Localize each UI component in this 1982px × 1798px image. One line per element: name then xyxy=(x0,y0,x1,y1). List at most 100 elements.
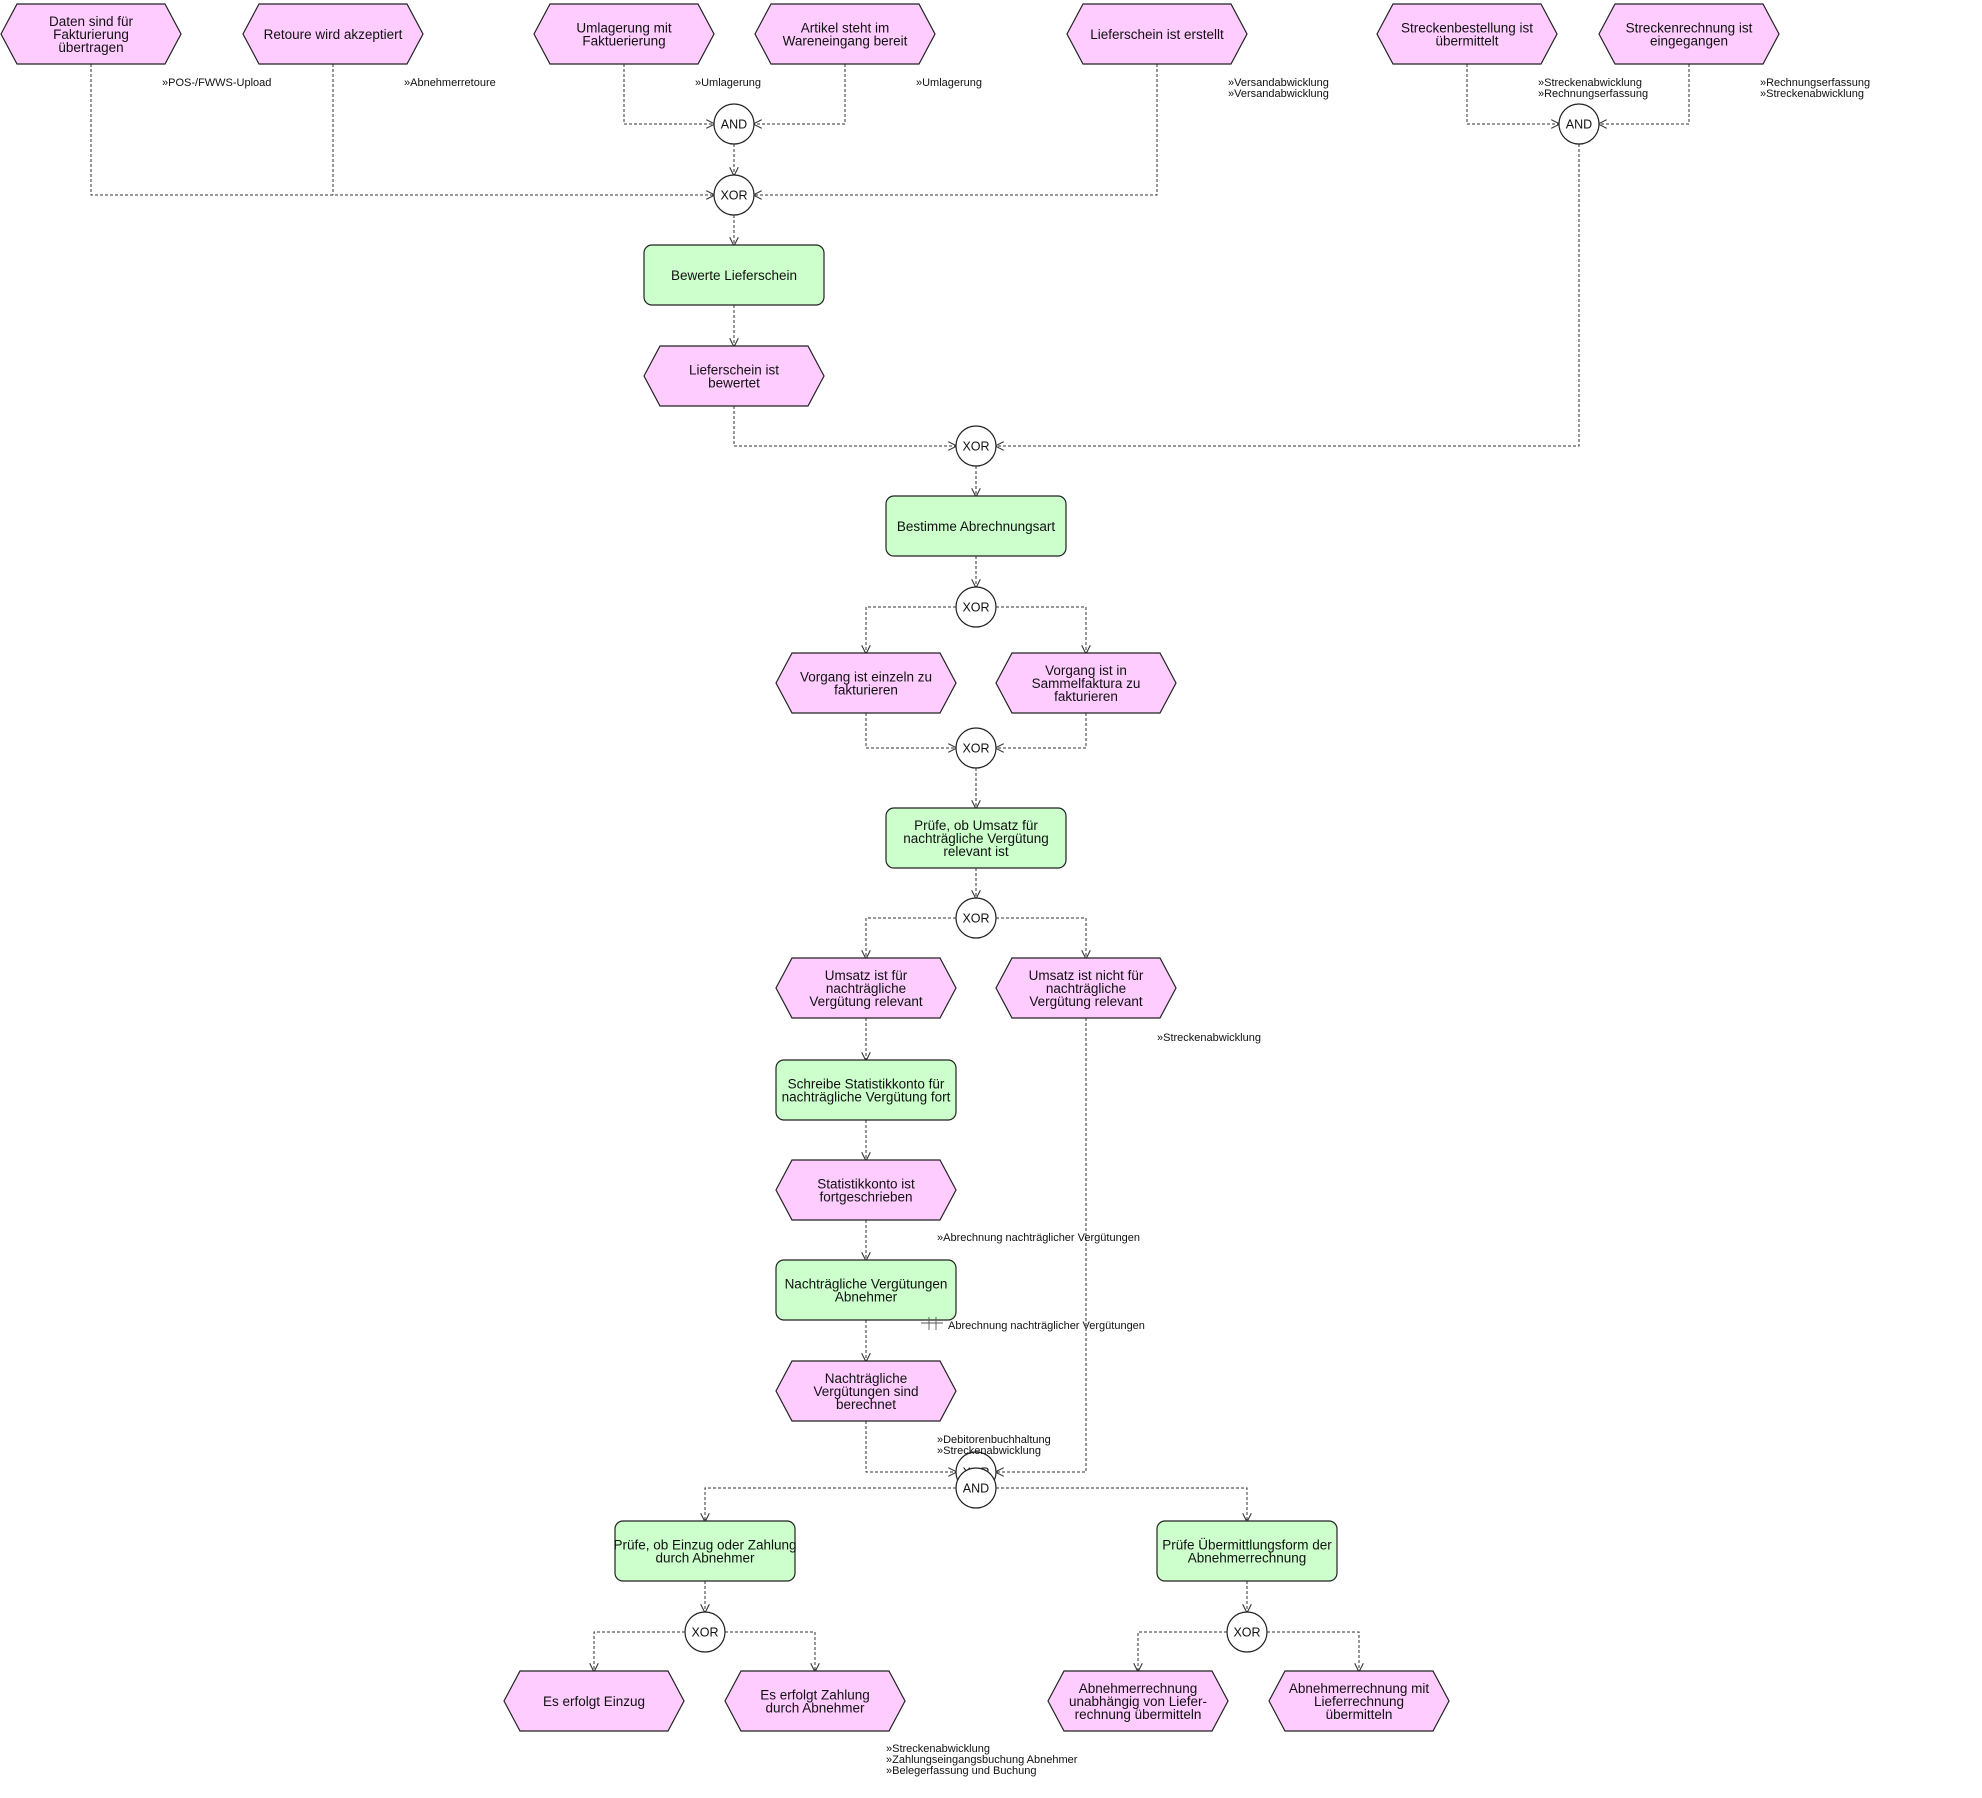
node-label: Abnehmer xyxy=(835,1290,898,1305)
node-label: Faktuerierung xyxy=(582,34,665,49)
control-flow-edge xyxy=(996,917,1086,958)
process-ref-label[interactable]: »Debitorenbuchhaltung xyxy=(937,1434,1051,1446)
process-ref-label[interactable]: »Streckenabwicklung xyxy=(886,1743,990,1755)
process-ref-label[interactable]: »Versandabwicklung xyxy=(1228,88,1329,100)
process-ref-label[interactable]: »Streckenabwicklung xyxy=(1157,1032,1261,1044)
edges-layer xyxy=(90,64,1690,1671)
node-label: Bewerte Lieferschein xyxy=(671,268,797,283)
event-e-lieferschein-erstellt: Lieferschein ist erstellt xyxy=(1066,3,1248,65)
control-flow-edge xyxy=(1599,64,1690,124)
node-label: Nachträgliche Vergütungen xyxy=(785,1277,948,1292)
node-label: Vorgang ist in xyxy=(1045,663,1127,678)
connector-operator: XOR xyxy=(1233,1626,1260,1640)
application-system-ref: Abrechnung nachträglicher Vergütungen xyxy=(921,1317,1145,1332)
event-shape xyxy=(503,1670,685,1732)
process-ref-r-versand[interactable]: »Versandabwicklung»Versandabwicklung xyxy=(1228,77,1329,100)
process-ref-label[interactable]: »Abrechnung nachträglicher Vergütungen xyxy=(937,1232,1140,1244)
event-shape xyxy=(1268,1670,1450,1732)
connector-c-and-2: AND xyxy=(1558,103,1600,145)
node-label: Nachträgliche xyxy=(825,1371,908,1386)
node-label: nachträgliche xyxy=(1046,981,1126,996)
function-f-bewerte: Bewerte Lieferschein xyxy=(643,244,825,306)
connector-circle xyxy=(1226,1611,1268,1653)
connector-c-xor-8: XOR xyxy=(1226,1611,1268,1653)
node-label: durch Abnehmer xyxy=(655,1551,755,1566)
process-ref-r-streckenabwicklung[interactable]: »Streckenabwicklung xyxy=(1157,1032,1261,1044)
process-ref-r-bottom[interactable]: »Streckenabwicklung»Zahlungseingangsbuch… xyxy=(886,1743,1078,1777)
node-label: Streckenbestellung ist xyxy=(1401,21,1533,36)
node-label: fortgeschrieben xyxy=(819,1190,912,1205)
process-ref-label[interactable]: »Umlagerung xyxy=(695,77,761,89)
connector-circle xyxy=(713,103,755,145)
process-ref-label[interactable]: »Versandabwicklung xyxy=(1228,77,1329,89)
control-flow-edge xyxy=(996,606,1086,653)
event-shape xyxy=(995,957,1177,1019)
node-label: Es erfolgt Zahlung xyxy=(760,1688,870,1703)
process-ref-label[interactable]: »POS-/FWWS-Upload xyxy=(162,77,271,89)
control-flow-edge xyxy=(594,1631,685,1671)
event-shape xyxy=(1047,1670,1229,1732)
process-ref-label[interactable]: »Umlagerung xyxy=(916,77,982,89)
process-ref-label[interactable]: »Rechnungserfassung xyxy=(1760,77,1870,89)
process-ref-r-umlagerung-2[interactable]: »Umlagerung xyxy=(916,77,982,89)
node-label: durch Abnehmer xyxy=(765,1701,865,1716)
process-ref-label[interactable]: »Rechnungserfassung xyxy=(1538,88,1648,100)
process-ref-r-pos[interactable]: »POS-/FWWS-Upload xyxy=(162,77,271,89)
node-label: Umsatz ist für xyxy=(825,968,908,983)
node-label: Wareneingang bereit xyxy=(783,34,908,49)
node-label: Schreibe Statistikkonto für xyxy=(788,1077,945,1092)
process-ref-r-strecke-rechnung[interactable]: »Streckenabwicklung»Rechnungserfassung xyxy=(1538,77,1648,100)
connector-circle xyxy=(955,727,997,769)
connector-operator: AND xyxy=(963,1482,989,1496)
control-flow-edge xyxy=(865,713,956,748)
node-label: Retoure wird akzeptiert xyxy=(264,27,403,42)
connector-operator: XOR xyxy=(720,189,747,203)
function-shape xyxy=(614,1520,796,1582)
process-ref-label[interactable]: »Streckenabwicklung xyxy=(1538,77,1642,89)
node-label: Umsatz ist nicht für xyxy=(1029,968,1144,983)
control-flow-edge xyxy=(866,606,956,653)
connector-operator: XOR xyxy=(962,601,989,615)
event-shape xyxy=(0,3,182,65)
node-label: Es erfolgt Einzug xyxy=(543,1694,645,1709)
function-shape xyxy=(643,244,825,306)
event-shape xyxy=(775,1360,957,1422)
control-flow-edge xyxy=(996,1018,1087,1472)
process-ref-label[interactable]: »Belegerfassung und Buchung xyxy=(886,1765,1036,1777)
process-ref-label[interactable]: »Zahlungseingangsbuchung Abnehmer xyxy=(886,1754,1078,1766)
event-e-einzug: Es erfolgt Einzug xyxy=(503,1670,685,1732)
node-label: Statistikkonto ist xyxy=(817,1177,915,1192)
process-ref-label[interactable]: »Streckenabwicklung xyxy=(937,1445,1041,1457)
node-label: fakturieren xyxy=(834,683,898,698)
node-label: nachträgliche Vergütung xyxy=(903,831,1049,846)
process-ref-r-rechnung-strecke[interactable]: »Rechnungserfassung»Streckenabwicklung xyxy=(1760,77,1870,100)
function-f-schreibe: Schreibe Statistikkonto fürnachträgliche… xyxy=(775,1059,957,1121)
connector-operator: AND xyxy=(721,118,747,132)
node-label: übermitteln xyxy=(1326,1707,1393,1722)
process-ref-label[interactable]: »Abnehmerretoure xyxy=(404,77,496,89)
event-shape xyxy=(995,652,1177,714)
node-label: Vergütungen sind xyxy=(813,1384,918,1399)
node-label: Umlagerung mit xyxy=(576,21,672,36)
process-ref-r-debitoren[interactable]: »Debitorenbuchhaltung»Streckenabwicklung xyxy=(937,1434,1051,1457)
process-ref-r-abrechnung[interactable]: »Abrechnung nachträglicher Vergütungen xyxy=(937,1232,1140,1244)
event-shape xyxy=(754,3,936,65)
control-flow-edge xyxy=(705,1487,956,1521)
control-flow-edge xyxy=(866,917,956,958)
node-label: berechnet xyxy=(836,1397,896,1412)
event-shape xyxy=(533,3,715,65)
process-ref-r-umlagerung-1[interactable]: »Umlagerung xyxy=(695,77,761,89)
control-flow-edge xyxy=(996,713,1087,748)
function-shape xyxy=(1156,1520,1338,1582)
process-ref-r-abnehmerretoure[interactable]: »Abnehmerretoure xyxy=(404,77,496,89)
connector-circle xyxy=(955,425,997,467)
control-flow-edge xyxy=(90,64,714,195)
connector-c-xor-1: XOR xyxy=(713,174,755,216)
function-f-pruefe-form: Prüfe Übermittlungsform derAbnehmerrechn… xyxy=(1156,1520,1338,1582)
node-label: Vergütung relevant xyxy=(1029,994,1143,1009)
process-ref-label[interactable]: »Streckenabwicklung xyxy=(1760,88,1864,100)
